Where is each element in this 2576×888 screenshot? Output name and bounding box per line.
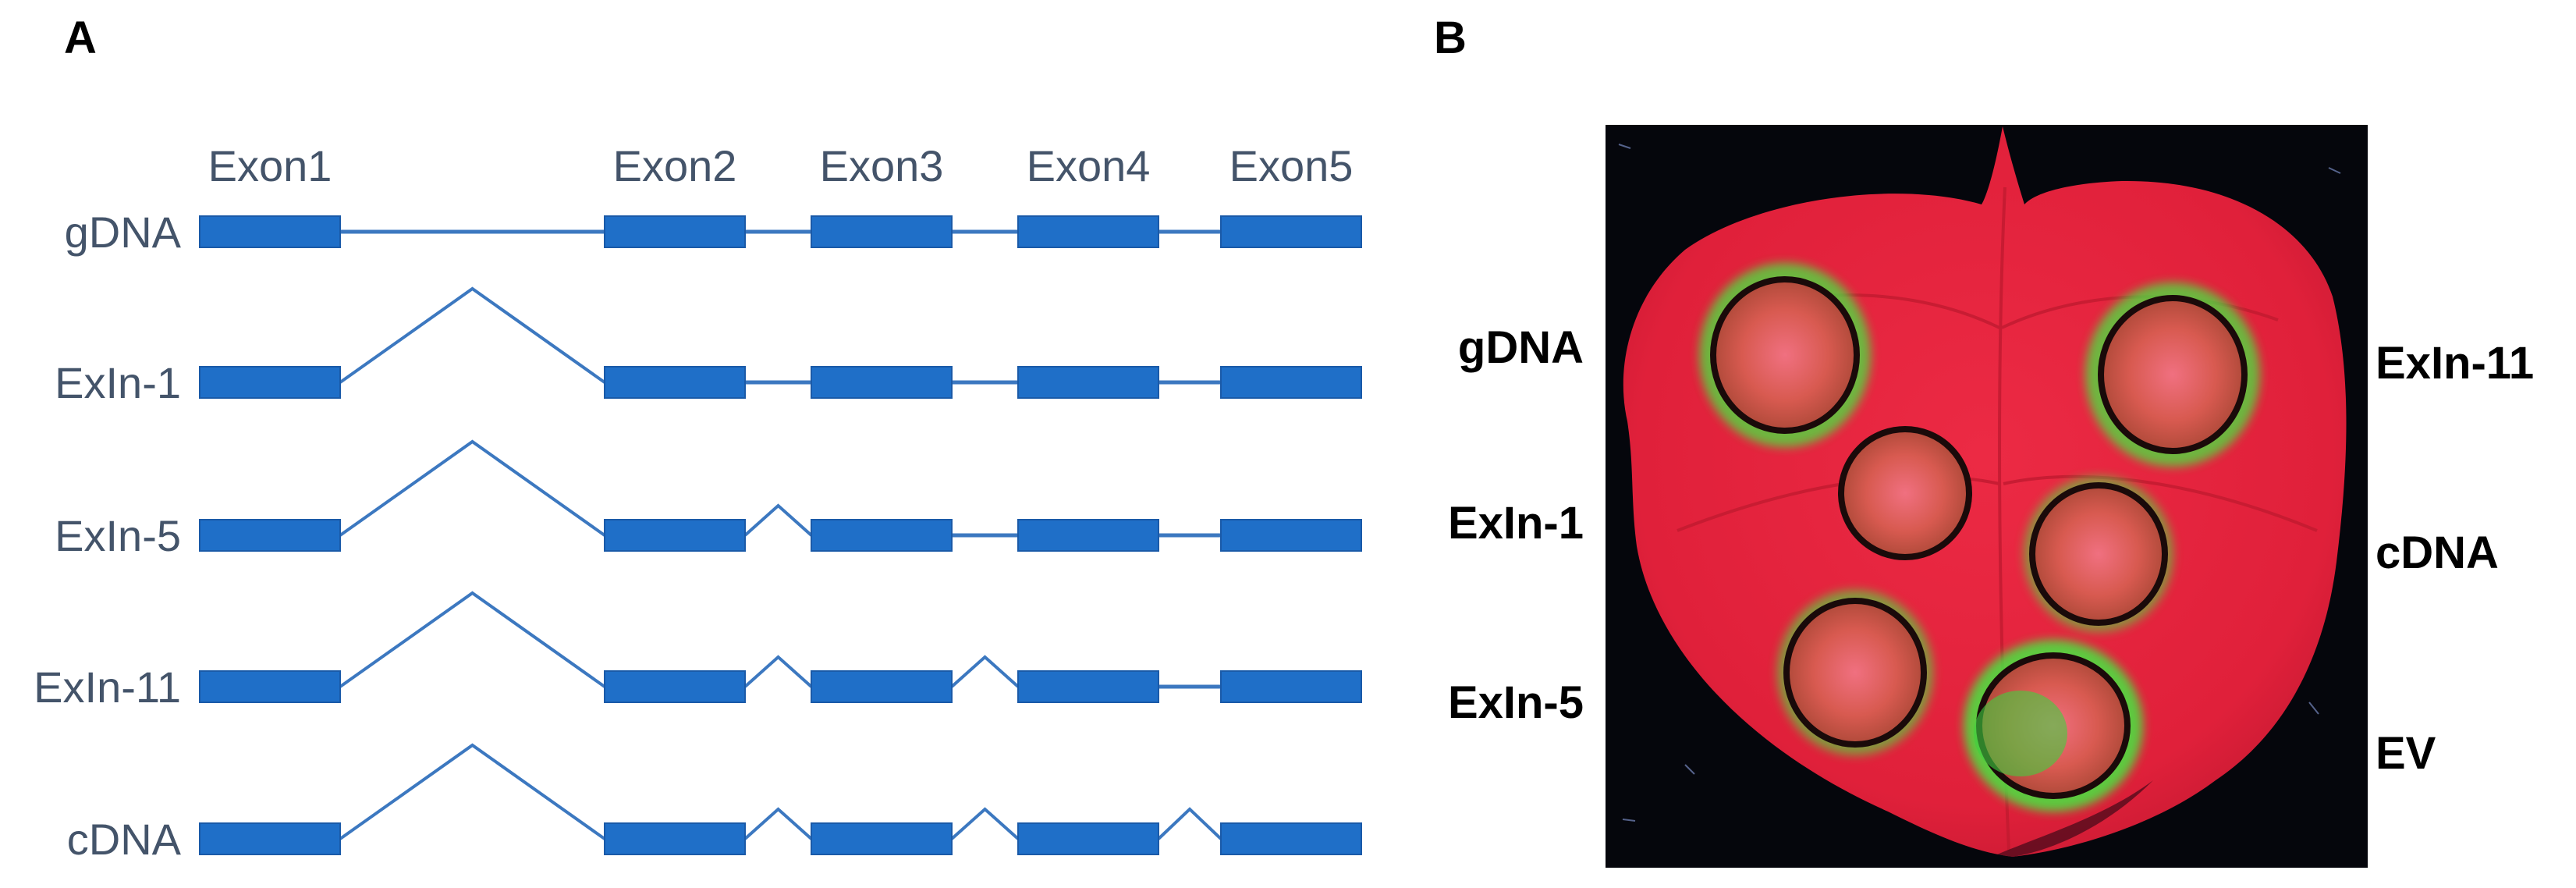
- exon-header-label: Exon2: [613, 141, 737, 190]
- spot-ev: [1964, 640, 2143, 812]
- exon-box: [199, 366, 341, 399]
- leaf-label-exin5: ExIn-5: [1448, 677, 1584, 728]
- exon-header-label: Exon3: [820, 141, 944, 190]
- exon-box: [1017, 822, 1159, 855]
- exon-box: [1017, 366, 1159, 399]
- exon-box: [199, 670, 341, 703]
- exon-box: [1017, 215, 1159, 248]
- exon-box: [604, 822, 746, 855]
- leaf-label-gdna: gDNA: [1458, 322, 1584, 373]
- leaf-label-cdna: cDNA: [2376, 527, 2499, 578]
- row-label: cDNA: [67, 815, 182, 864]
- exon-box: [811, 822, 953, 855]
- splice-junction: [950, 655, 1020, 688]
- exon-box: [1017, 519, 1159, 552]
- splice-junction: [339, 591, 606, 688]
- splice-junction: [743, 503, 813, 537]
- exon-box: [199, 215, 341, 248]
- exon-header-label: Exon1: [208, 141, 332, 190]
- splice-junction: [339, 286, 606, 384]
- row-label: ExIn-1: [55, 358, 181, 407]
- splice-junction: [339, 743, 606, 840]
- splice-junction: [1157, 807, 1222, 840]
- gene-structure-diagram: Exon1 Exon2 Exon3 Exon4 Exon5 gDNA ExIn-1ExIn-…: [34, 141, 1362, 864]
- row-label: gDNA: [65, 208, 182, 257]
- spot-cdna: [2024, 476, 2173, 632]
- row-label: ExIn-11: [34, 662, 181, 712]
- splice-junction: [743, 807, 813, 840]
- exon-box: [811, 670, 953, 703]
- exon-box: [1220, 519, 1362, 552]
- leaf-label-ev: EV: [2376, 728, 2436, 779]
- panel-b-letter: B: [1434, 12, 1467, 63]
- exon-box: [199, 822, 341, 855]
- row-label: ExIn-5: [55, 511, 181, 560]
- exon-box: [811, 215, 953, 248]
- exon-box: [1220, 822, 1362, 855]
- exon-box: [604, 366, 746, 399]
- exon-box: [604, 519, 746, 552]
- exon-box: [1220, 215, 1362, 248]
- leaf-photo: [1606, 125, 2368, 868]
- exon-box: [604, 215, 746, 248]
- exon-header-label: Exon4: [1027, 141, 1151, 190]
- exon-box: [1220, 366, 1362, 399]
- panel-a-letter: A: [64, 12, 97, 63]
- exon-box: [811, 519, 953, 552]
- spot-exin5: [1777, 590, 1933, 755]
- leaf-label-exin11: ExIn-11: [2376, 338, 2534, 389]
- exon-box: [1220, 670, 1362, 703]
- spot-exin1: [1838, 426, 1972, 560]
- exon-box: [1017, 670, 1159, 703]
- exon-box: [199, 519, 341, 552]
- exon-box: [604, 670, 746, 703]
- splice-junction: [950, 807, 1020, 840]
- spot-gdna: [1699, 263, 1871, 447]
- spot-exin11: [2085, 282, 2260, 467]
- exon-box: [811, 366, 953, 399]
- splice-junction: [339, 439, 606, 537]
- exon-header-label: Exon5: [1229, 141, 1354, 190]
- splice-junction: [743, 655, 813, 688]
- leaf-label-exin1: ExIn-1: [1448, 498, 1584, 549]
- leaf-shadow-edge: [1997, 780, 2153, 857]
